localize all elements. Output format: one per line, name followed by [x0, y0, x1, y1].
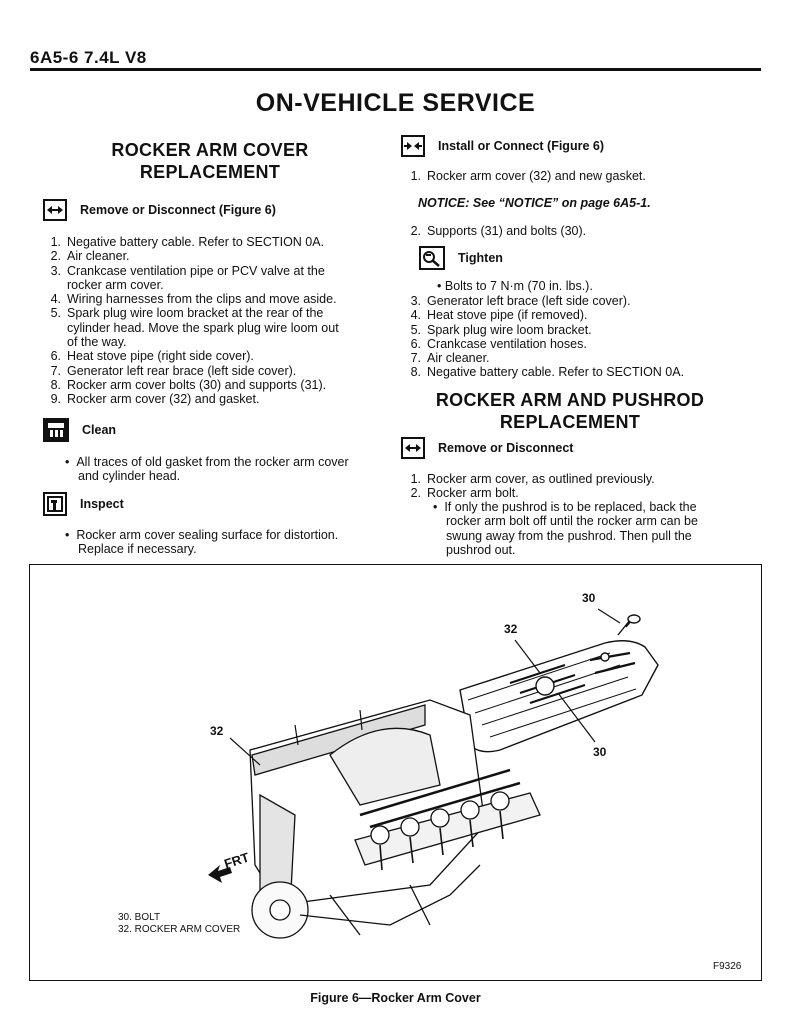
remove-disconnect-heading-2: Remove or Disconnect — [401, 437, 573, 459]
list-item: 7. Generator left rear brace (left side c… — [45, 364, 375, 378]
list-item: of the way. — [45, 335, 375, 349]
step-number: 6. — [50, 349, 61, 364]
remove2-step-1: 1.Rocker arm cover, as outlined previous… — [410, 472, 655, 486]
remove-disconnect-heading: Remove or Disconnect (Figure 6) — [43, 199, 276, 221]
remove-disconnect-icon — [401, 437, 425, 459]
step-text: rocker arm cover. — [67, 277, 164, 292]
install-connect-icon — [401, 135, 425, 157]
list-item: 4. Wiring harnesses from the clips and mo… — [45, 292, 375, 306]
figure-caption: Figure 6—Rocker Arm Cover — [310, 991, 481, 1005]
list-item: 1. Negative battery cable. Refer to SECTI… — [45, 235, 375, 249]
inspect-heading: Inspect — [43, 492, 124, 516]
list-item: rocker arm cover. — [45, 278, 375, 292]
inspect-icon — [43, 492, 67, 516]
list-item: 2. Air cleaner. — [45, 249, 375, 263]
step-text: Generator left brace (left side cover). — [427, 294, 631, 308]
step-text: Rocker arm cover (32) and gasket. — [67, 392, 260, 407]
step-text: Crankcase ventilation hoses. — [427, 336, 587, 351]
step-text: cylinder head. Move the spark plug wire … — [67, 320, 339, 335]
step-text: Generator left rear brace (left side cov… — [67, 363, 297, 378]
step-text: of the way. — [67, 335, 127, 350]
section-title-rocker-arm-cover: ROCKER ARM COVER REPLACEMENT — [111, 140, 309, 182]
figure-id: F9326 — [713, 961, 742, 972]
step-text: Heat stove pipe (right side cover). — [67, 349, 254, 364]
step-number: 8. — [410, 365, 421, 380]
step-number: 7. — [410, 351, 421, 366]
step-text: Heat stove pipe (if removed). — [427, 308, 588, 323]
list-item: 8. Negative battery cable. Refer to SECTI… — [405, 365, 735, 379]
clean-heading: Clean — [43, 418, 116, 442]
tighten-heading: Tighten — [419, 246, 503, 270]
remove2-bullet: • If only the pushrod is to be replaced,… — [433, 500, 698, 557]
step-number: 7. — [50, 363, 61, 378]
step-text: Spark plug wire loom bracket at the rear… — [67, 306, 324, 321]
tighten-icon — [419, 246, 445, 270]
figure-legend: 30. BOLT 32. ROCKER ARM COVER — [118, 912, 241, 935]
list-item: 4. Heat stove pipe (if removed). — [405, 308, 735, 322]
list-item: 3. Generator left brace (left side cover)… — [405, 294, 735, 308]
step-number: 2. — [50, 249, 61, 264]
list-item: 8. Rocker arm cover bolts (30) and suppor… — [45, 378, 375, 392]
page-header: 6A5-6 7.4L V8 — [30, 48, 147, 67]
step-text: Air cleaner. — [67, 249, 130, 264]
step-text: Air cleaner. — [427, 351, 490, 366]
step-number: 6. — [410, 336, 421, 351]
install-step-2: 2.Supports (31) and bolts (30). — [410, 224, 587, 238]
install-steps-list: 3. Generator left brace (left side cover)… — [405, 294, 735, 380]
remove-steps-list: 1. Negative battery cable. Refer to SECTI… — [45, 235, 375, 407]
install-connect-heading: Install or Connect (Figure 6) — [401, 135, 604, 157]
step-number: 1. — [50, 235, 61, 249]
list-item: cylinder head. Move the spark plug wire … — [45, 321, 375, 335]
step-number: 3. — [410, 294, 421, 308]
step-number: 3. — [50, 263, 61, 278]
install-step-1: 1.Rocker arm cover (32) and new gasket. — [410, 169, 646, 183]
clean-bullet: • All traces of old gasket from the rock… — [65, 455, 349, 484]
list-item: 5. Spark plug wire loom bracket. — [405, 323, 735, 337]
step-text: Negative battery cable. Refer to SECTION… — [427, 365, 685, 380]
step-number: 5. — [50, 306, 61, 321]
step-text: Negative battery cable. Refer to SECTION… — [67, 235, 325, 249]
engine-illustration — [208, 608, 659, 939]
callout-30-right: 30 — [593, 745, 607, 759]
header-rule — [30, 68, 761, 71]
list-item: 6. Heat stove pipe (right side cover). — [45, 349, 375, 363]
list-item: 5. Spark plug wire loom bracket at the re… — [45, 306, 375, 320]
step-number: 4. — [410, 308, 421, 323]
step-number: 8. — [50, 377, 61, 392]
main-title: ON-VEHICLE SERVICE — [255, 89, 536, 117]
tighten-bullet: • Bolts to 7 N·m (70 in. lbs.). — [437, 279, 593, 293]
remove2-step-2: 2.Rocker arm bolt. — [410, 486, 519, 500]
step-text: Rocker arm cover bolts (30) and supports… — [67, 377, 327, 392]
callout-30-top: 30 — [582, 591, 596, 605]
step-text: Crankcase ventilation pipe or PCV valve … — [67, 263, 325, 278]
inspect-bullet: • Rocker arm cover sealing surface for d… — [65, 528, 339, 557]
step-text: Wiring harnesses from the clips and move… — [67, 292, 337, 307]
list-item: 9. Rocker arm cover (32) and gasket. — [45, 392, 375, 406]
clean-icon — [43, 418, 69, 442]
list-item: 3. Crankcase ventilation pipe or PCV valv… — [45, 264, 375, 278]
notice-text: NOTICE: See “NOTICE” on page 6A5-1. — [418, 196, 651, 210]
callout-32-top: 32 — [504, 622, 518, 636]
figure-box: 30 32 32 30 FRT 30. BOLT 32. ROCKER ARM … — [29, 564, 762, 981]
list-item: 7. Air cleaner. — [405, 351, 735, 365]
callout-32-left: 32 — [210, 724, 224, 738]
step-number: 9. — [50, 392, 61, 407]
step-number: 5. — [410, 322, 421, 337]
section-title-rocker-arm-pushrod: ROCKER ARM AND PUSHROD REPLACEMENT — [435, 390, 705, 432]
step-number: 4. — [50, 292, 61, 307]
remove-disconnect-icon — [43, 199, 67, 221]
step-text: Spark plug wire loom bracket. — [427, 322, 592, 337]
list-item: 6. Crankcase ventilation hoses. — [405, 337, 735, 351]
